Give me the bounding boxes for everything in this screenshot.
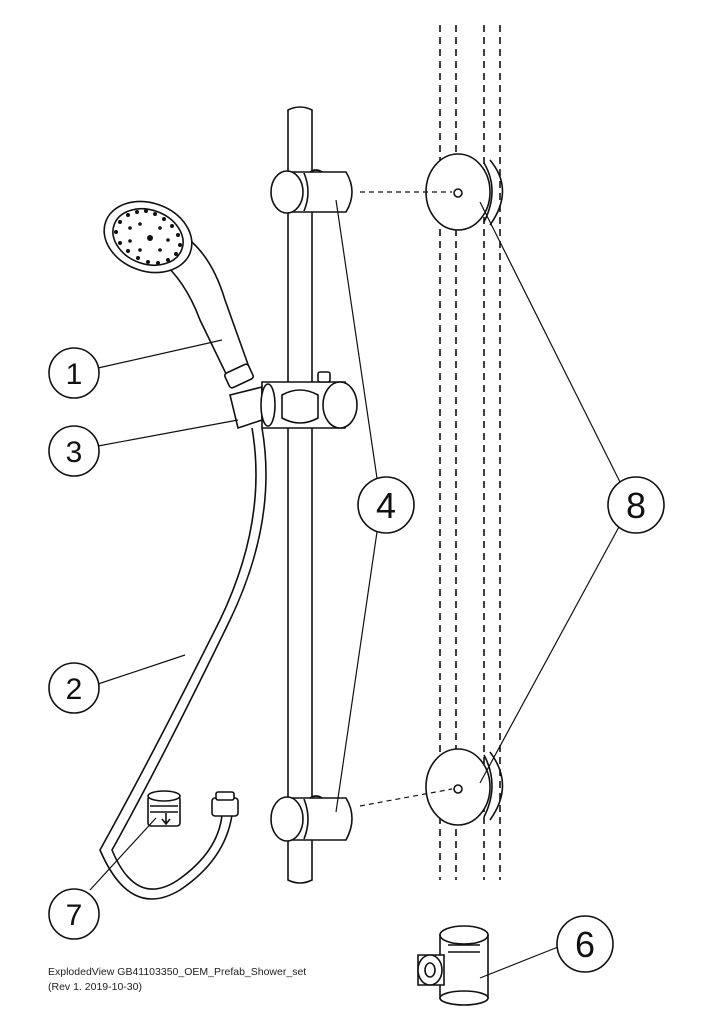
callout-4: 4	[357, 476, 415, 534]
svg-text:1: 1	[66, 358, 83, 391]
assembly-lines	[359, 191, 453, 807]
caption-title: ExplodedView GB41103350_OEM_Prefab_Showe…	[48, 966, 307, 978]
callout-7: 7	[48, 888, 100, 940]
wall-disc-bottom	[425, 748, 504, 826]
svg-text:6: 6	[575, 924, 595, 965]
hand-shower	[103, 200, 254, 389]
leader-lines	[89, 199, 621, 979]
callout-3: 3	[48, 425, 100, 477]
hose-nut	[211, 791, 239, 817]
bottom-bracket	[270, 795, 353, 842]
svg-text:4: 4	[376, 485, 396, 526]
callout-2: 2	[48, 662, 100, 714]
svg-text:8: 8	[626, 485, 646, 526]
wall-outline	[439, 25, 501, 880]
hose	[99, 427, 267, 900]
caption-revision: (Rev 1. 2019-10-30)	[48, 981, 142, 993]
top-bracket	[270, 169, 353, 214]
slider-holder	[229, 371, 358, 430]
svg-text:3: 3	[66, 436, 83, 469]
callout-8: 8	[607, 476, 665, 534]
svg-text:2: 2	[66, 673, 83, 706]
callout-1: 1	[48, 347, 100, 399]
slide-rail	[287, 106, 313, 884]
callout-6: 6	[556, 915, 614, 973]
svg-text:7: 7	[66, 899, 83, 932]
t-piece-valve	[417, 925, 489, 1006]
wall-disc-top	[425, 153, 504, 231]
shower-nozzles	[114, 209, 182, 265]
document-caption: ExplodedView GB41103350_OEM_Prefab_Showe…	[48, 965, 306, 995]
